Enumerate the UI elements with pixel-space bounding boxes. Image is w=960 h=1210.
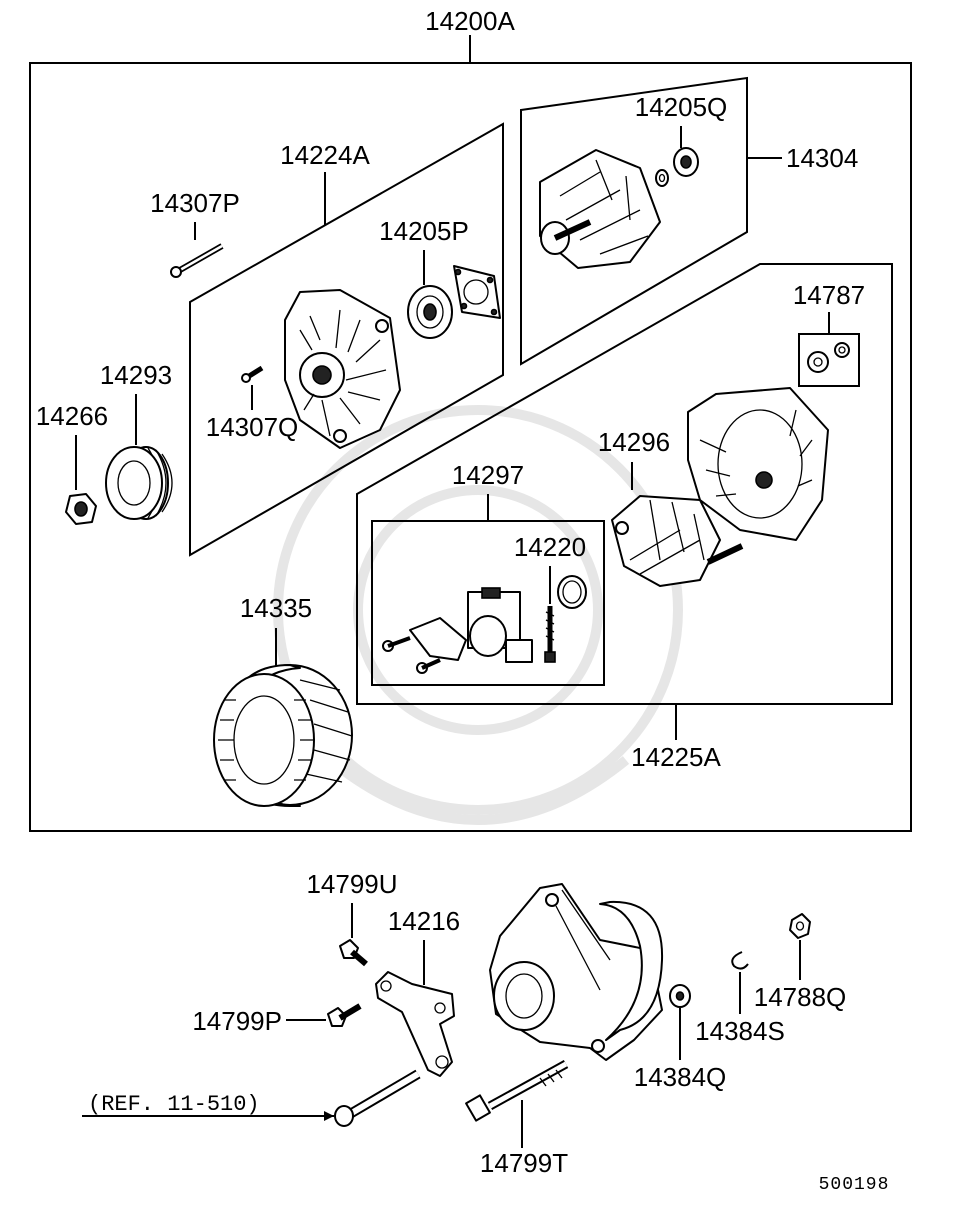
bolt-u-icon[interactable] (339, 939, 368, 967)
rectifier-icon[interactable] (611, 495, 744, 587)
label-14205P[interactable]: 14205P (379, 216, 469, 246)
diagram-code: 500198 (819, 1175, 890, 1195)
bracket-icon[interactable] (375, 971, 455, 1077)
rear-cover-icon[interactable] (687, 387, 829, 541)
alternator-icon[interactable] (489, 883, 664, 1061)
label-14266[interactable]: 14266 (36, 401, 108, 431)
retainer-plate-icon[interactable] (453, 265, 501, 319)
label-14293[interactable]: 14293 (100, 360, 172, 390)
label-14335[interactable]: 14335 (240, 593, 312, 623)
label-14225A[interactable]: 14225A (631, 742, 721, 772)
washer-q-icon[interactable] (669, 984, 691, 1008)
label-14788Q[interactable]: 14788Q (754, 982, 847, 1012)
label-14787[interactable]: 14787 (793, 280, 865, 310)
label-14297[interactable]: 14297 (452, 460, 524, 490)
label-14205Q[interactable]: 14205Q (635, 92, 728, 122)
nut-q-icon[interactable] (789, 913, 811, 939)
label-14799U[interactable]: 14799U (306, 869, 397, 899)
bolt-p-icon[interactable] (327, 1003, 362, 1027)
watermark-emblem (273, 405, 683, 825)
through-bolt-icon[interactable] (170, 243, 224, 278)
reference-note[interactable]: (REF. 11-510) (88, 1092, 260, 1117)
ref-bolt-icon[interactable] (334, 1069, 421, 1127)
rear-bracket-icon[interactable] (284, 289, 401, 449)
front-bracket-icon[interactable] (539, 149, 661, 269)
label-14216[interactable]: 14216 (388, 906, 460, 936)
pulley-icon[interactable] (105, 446, 173, 520)
label-14304[interactable]: 14304 (786, 143, 858, 173)
screw-icon[interactable] (241, 365, 264, 383)
label-14224A[interactable]: 14224A (280, 140, 370, 170)
label-14384S[interactable]: 14384S (695, 1016, 785, 1046)
washer-s-icon[interactable] (731, 951, 749, 970)
rectifier-frame (356, 263, 893, 705)
label-14799P[interactable]: 14799P (192, 1006, 282, 1036)
bolt-t-icon[interactable] (465, 1060, 569, 1122)
front-bracket-frame (520, 76, 748, 366)
cap-set-icon[interactable] (807, 342, 850, 373)
nut-icon[interactable] (65, 493, 97, 525)
label-14220[interactable]: 14220 (514, 532, 586, 562)
brush-spring-icon[interactable] (544, 606, 556, 663)
label-14200A[interactable]: 14200A (425, 6, 515, 36)
label-14384Q[interactable]: 14384Q (634, 1062, 727, 1092)
snap-ring-icon[interactable] (557, 575, 587, 609)
front-bearing-icon[interactable] (655, 147, 699, 187)
stator-icon[interactable] (213, 664, 353, 807)
regulator-icon[interactable] (382, 587, 533, 674)
label-14307P[interactable]: 14307P (150, 188, 240, 218)
bearing-icon[interactable] (407, 285, 453, 339)
label-14307Q[interactable]: 14307Q (206, 412, 299, 442)
label-14296[interactable]: 14296 (598, 427, 670, 457)
label-14799T[interactable]: 14799T (480, 1148, 568, 1178)
rear-bracket-frame (189, 122, 504, 557)
